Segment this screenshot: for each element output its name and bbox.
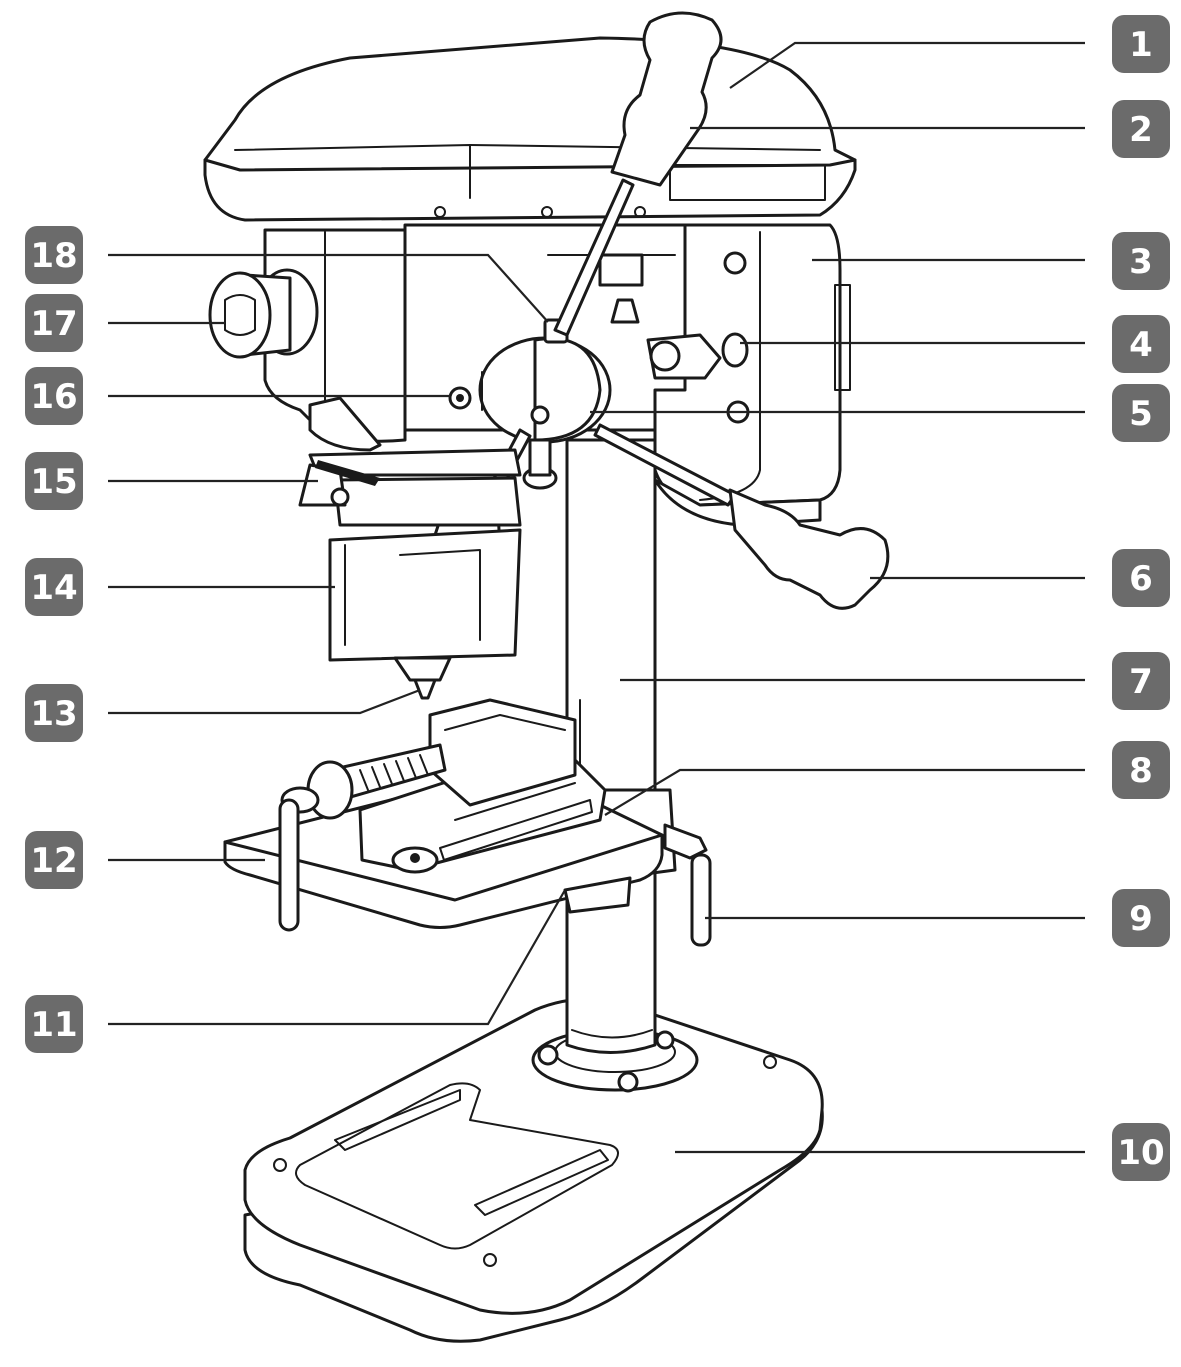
svg-text:12: 12 <box>30 841 77 881</box>
svg-text:13: 13 <box>30 694 77 734</box>
safety-switch <box>208 268 319 359</box>
vise <box>278 698 607 932</box>
callout-11: 11 <box>25 995 83 1053</box>
svg-text:4: 4 <box>1129 325 1153 365</box>
leader-18 <box>108 253 549 323</box>
svg-text:2: 2 <box>1129 110 1153 150</box>
chuck-guard <box>298 438 558 700</box>
callout-8: 8 <box>1112 741 1170 799</box>
svg-text:16: 16 <box>30 377 77 417</box>
base <box>243 997 824 1343</box>
leader-13 <box>108 688 421 715</box>
svg-text:3: 3 <box>1129 242 1153 282</box>
leader-11 <box>108 889 566 1026</box>
callout-6: 6 <box>1112 549 1170 607</box>
svg-text:5: 5 <box>1129 394 1153 434</box>
svg-text:6: 6 <box>1129 559 1153 599</box>
callout-badges: 1 2 3 4 5 6 7 8 9 10 11 12 13 14 15 16 1… <box>25 15 1170 1181</box>
svg-text:15: 15 <box>30 462 77 502</box>
svg-text:14: 14 <box>30 568 77 608</box>
callout-3: 3 <box>1112 232 1170 290</box>
leader-lines <box>108 41 1085 1154</box>
svg-text:18: 18 <box>30 236 77 276</box>
leader-1 <box>729 41 1085 89</box>
callout-12: 12 <box>25 831 83 889</box>
callout-13: 13 <box>25 684 83 742</box>
svg-text:10: 10 <box>1117 1133 1164 1173</box>
svg-text:17: 17 <box>30 304 77 344</box>
callout-1: 1 <box>1112 15 1170 73</box>
callout-5: 5 <box>1112 384 1170 442</box>
vise-screw-thread <box>359 754 429 791</box>
svg-text:7: 7 <box>1129 662 1153 702</box>
callout-18: 18 <box>25 226 83 284</box>
drill-press-illustration <box>203 11 890 1343</box>
callout-2: 2 <box>1112 100 1170 158</box>
svg-text:8: 8 <box>1129 751 1153 791</box>
callout-9: 9 <box>1112 889 1170 947</box>
callout-10: 10 <box>1112 1123 1170 1181</box>
callout-7: 7 <box>1112 652 1170 710</box>
column <box>565 438 657 1054</box>
callout-4: 4 <box>1112 315 1170 373</box>
svg-text:9: 9 <box>1129 899 1153 939</box>
callout-15: 15 <box>25 452 83 510</box>
callout-16: 16 <box>25 367 83 425</box>
callout-17: 17 <box>25 294 83 352</box>
svg-text:11: 11 <box>30 1005 77 1045</box>
leader-8 <box>604 768 1085 816</box>
svg-text:1: 1 <box>1129 25 1153 65</box>
callout-14: 14 <box>25 558 83 616</box>
